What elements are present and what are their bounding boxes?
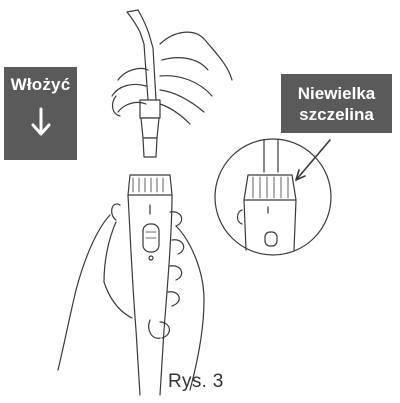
down-arrow-icon xyxy=(30,107,52,137)
figure-caption: Rys. 3 xyxy=(168,371,224,393)
insert-label-box: Włożyć xyxy=(4,67,77,160)
upper-hand xyxy=(112,32,232,124)
insert-label: Włożyć xyxy=(11,75,71,95)
gap-label-box: Niewielka szczelina xyxy=(281,74,392,133)
nozzle-tip xyxy=(127,10,160,157)
gap-label-line2: szczelina xyxy=(299,104,374,125)
lower-hand xyxy=(58,204,204,390)
gap-label-line1: Niewielka xyxy=(298,83,376,104)
handle-body xyxy=(128,175,172,395)
detail-circle xyxy=(215,139,331,255)
